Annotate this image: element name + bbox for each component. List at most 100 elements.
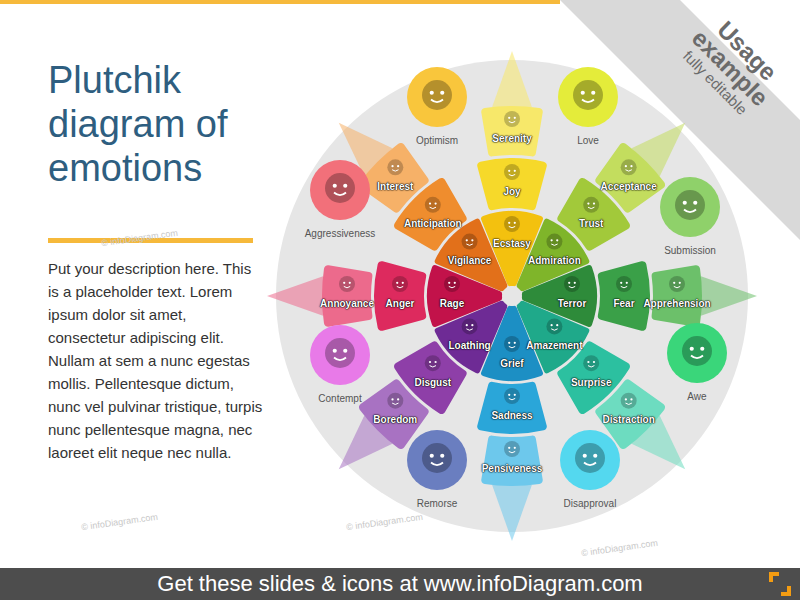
- petal-tip: [701, 276, 757, 316]
- face-eye: [396, 282, 398, 284]
- face-head: [504, 441, 520, 457]
- face-eye: [508, 222, 510, 224]
- petal-node: Rage: [438, 297, 466, 310]
- petal-tip: [492, 485, 532, 541]
- face-eye: [434, 202, 436, 204]
- petal-node: Pensiveness: [480, 462, 545, 475]
- face-head: [682, 336, 712, 366]
- face-mouth: [509, 451, 515, 452]
- emotion-face: [621, 159, 637, 175]
- petal-node: Trust: [577, 217, 605, 230]
- face-eye: [630, 165, 632, 167]
- face-head: [392, 276, 408, 292]
- emotion-face: [462, 318, 478, 334]
- petal-node: Anticipation: [402, 217, 464, 230]
- circle-node: Awe: [685, 390, 708, 403]
- face-eye: [508, 447, 510, 449]
- emotion-face: [564, 276, 580, 292]
- face-eye: [440, 91, 444, 95]
- face-eye: [551, 239, 553, 241]
- emotion-face: [682, 336, 712, 366]
- face-head: [546, 234, 562, 250]
- petal-outer: [322, 265, 372, 326]
- face-head: [616, 276, 632, 292]
- face-eye: [430, 91, 434, 95]
- circle-node: Disapproval: [562, 497, 619, 510]
- face-eye: [700, 347, 704, 351]
- emotion-label: Remorse: [417, 498, 458, 509]
- face-mouth: [625, 403, 631, 404]
- emotion-label: Annoyance: [320, 298, 374, 309]
- face-mouth: [466, 329, 472, 330]
- emotion-face: [616, 276, 632, 292]
- petal-node: Interest: [375, 180, 415, 193]
- emotion-label: Contempt: [318, 393, 361, 404]
- emotion-face: [504, 388, 520, 404]
- face-eye: [508, 117, 510, 119]
- emotion-label: Love: [577, 135, 599, 146]
- face-mouth: [588, 366, 594, 367]
- face-mouth: [431, 463, 443, 466]
- face-head: [583, 197, 599, 213]
- emotion-face: [669, 276, 685, 292]
- petal-node: Sadness: [489, 409, 534, 422]
- petal-middle: [598, 261, 650, 331]
- circle-node: Submission: [662, 244, 718, 257]
- emotion-face: [425, 197, 441, 213]
- emotion-face: [504, 441, 520, 457]
- face-head: [462, 234, 478, 250]
- emotion-circle: [310, 325, 370, 385]
- petal-node: Grief: [498, 357, 525, 370]
- face-eye: [625, 398, 627, 400]
- emotion-label: Terror: [558, 298, 587, 309]
- emotion-label: Pensiveness: [482, 463, 543, 474]
- face-mouth: [334, 193, 346, 196]
- face-mouth: [691, 356, 703, 359]
- emotion-circle: [310, 160, 370, 220]
- face-mouth: [509, 398, 515, 399]
- face-eye: [333, 184, 337, 188]
- face-mouth: [392, 170, 398, 171]
- face-head: [422, 80, 452, 110]
- face-eye: [508, 170, 510, 172]
- face-mouth: [625, 170, 631, 171]
- face-eye: [471, 239, 473, 241]
- petal-middle: [374, 261, 426, 331]
- face-mouth: [392, 403, 398, 404]
- emotion-face: [573, 80, 603, 110]
- face-eye: [556, 324, 558, 326]
- emotion-label: Ecstasy: [493, 238, 531, 249]
- petal-node: Boredom: [371, 413, 419, 426]
- face-mouth: [509, 121, 515, 122]
- emotion-face: [583, 355, 599, 371]
- emotion-label: Apprehension: [643, 298, 710, 309]
- face-mouth: [551, 244, 557, 245]
- face-eye: [514, 342, 516, 344]
- face-mouth: [466, 244, 472, 245]
- emotion-label: Grief: [500, 358, 523, 369]
- face-mouth: [569, 286, 575, 287]
- emotion-face: [546, 234, 562, 250]
- face-head: [669, 276, 685, 292]
- face-eye: [343, 282, 345, 284]
- emotion-label: Trust: [579, 218, 603, 229]
- face-eye: [626, 282, 628, 284]
- emotion-face: [675, 190, 705, 220]
- petal-node: Surprise: [569, 376, 614, 389]
- emotion-label: Admiration: [528, 255, 581, 266]
- face-mouth: [684, 210, 696, 213]
- face-eye: [551, 324, 553, 326]
- wheel-background: [276, 60, 748, 532]
- face-head: [504, 216, 520, 232]
- face-eye: [693, 201, 697, 205]
- face-mouth: [588, 207, 594, 208]
- face-eye: [514, 117, 516, 119]
- face-eye: [402, 282, 404, 284]
- petal-node: Terror: [556, 297, 589, 310]
- petal-node: Serenity: [490, 132, 533, 145]
- face-eye: [391, 165, 393, 167]
- face-eye: [448, 282, 450, 284]
- emotion-face: [387, 393, 403, 409]
- emotion-label: Amazement: [526, 340, 582, 351]
